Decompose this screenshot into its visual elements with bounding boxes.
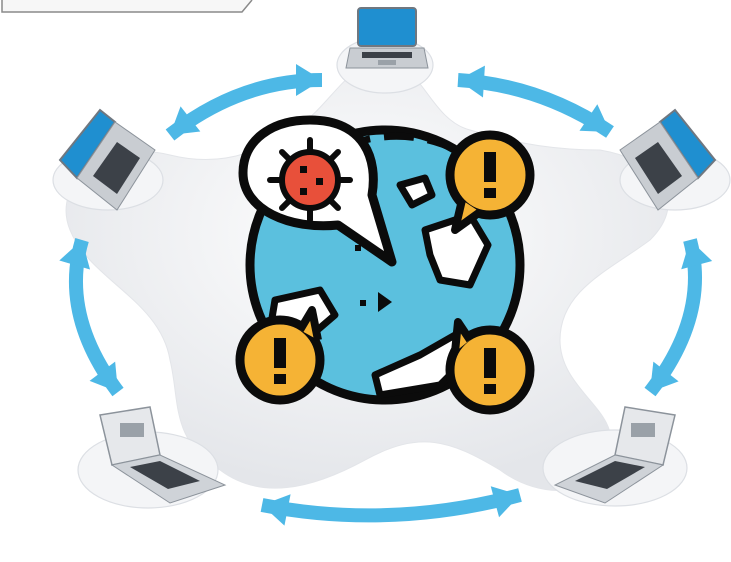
arrow-top-left-head-end (296, 64, 322, 96)
arrow-right-head-start (681, 240, 713, 270)
arrow-left-head-end (89, 361, 118, 392)
arrow-bottom (260, 486, 522, 526)
globe-virus-alert-icon (235, 115, 535, 415)
arrow-top-left-head-start (170, 106, 201, 135)
laptops (58, 7, 717, 504)
arrow-left (59, 238, 124, 397)
arrow-right-head-end (650, 361, 679, 392)
laptop-top (345, 7, 429, 69)
frame-corner (1, 0, 253, 13)
arrow-bottom-head-start (262, 494, 291, 526)
virus-icon (267, 137, 353, 223)
laptop-lower-right (553, 406, 676, 504)
laptop-upper-right (619, 108, 717, 211)
arrow-left-head-start (59, 240, 91, 270)
exclamation-icon (484, 152, 496, 182)
laptop-lower-left (99, 406, 227, 504)
alert-bubble-top-right (445, 130, 535, 234)
connector-arrows (59, 64, 713, 526)
arrow-bottom-head-end (490, 486, 520, 518)
arrow-top-right-head-start (458, 65, 485, 98)
laptop-upper-left (58, 108, 156, 211)
arrow-top-left (165, 64, 323, 141)
arrow-top-right (457, 65, 614, 138)
arrow-top-right-head-end (579, 104, 610, 132)
exclamation-icon (484, 348, 496, 378)
exclamation-icon (274, 338, 286, 368)
virus-bubble (238, 115, 397, 267)
alert-bubble-bottom-right (445, 318, 535, 415)
alert-bubble-bottom-left (235, 306, 325, 405)
arrow-right (644, 238, 713, 397)
